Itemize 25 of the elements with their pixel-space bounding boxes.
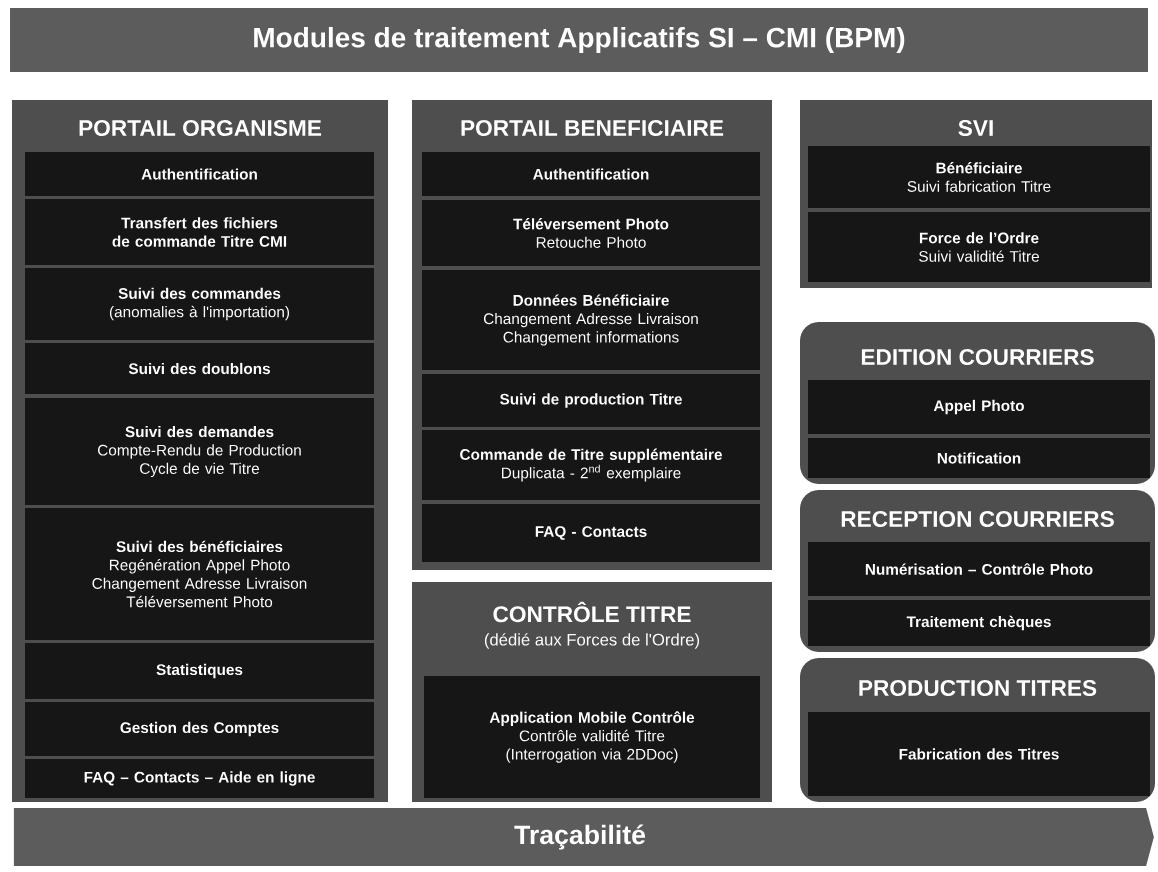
module-box: Commande de Titre supplémentaire Duplicata - 2$^{nd}$ exemplaire bbox=[422, 430, 760, 500]
module-box: Téléversement Photo Retouche Photo bbox=[422, 200, 760, 266]
title-banner: Modules de traitement Applicatifs SI – CMI (BPM) bbox=[10, 8, 1148, 72]
module-box: Données Bénéficiaire Changement Adresse Livraison Changement informations bbox=[422, 270, 760, 370]
arrow-band: Traçabilité bbox=[13, 808, 1154, 866]
module-box: Suivi des commandes (anomalies à l'importation) bbox=[25, 268, 374, 340]
module-box: Statistiques bbox=[25, 643, 374, 699]
module-box: Suivi des bénéficiaires Regénération Appel Photo Changement Adresse Livraison Téléversement Photo bbox=[25, 508, 374, 640]
module-box: Authentification bbox=[25, 152, 374, 196]
module-box: Notification bbox=[808, 438, 1150, 478]
module-box: Suivi des demandes Compte-Rendu de Production Cycle de vie Titre bbox=[25, 398, 374, 505]
module-box: FAQ - Contacts bbox=[422, 504, 760, 562]
module-box: Suivi de production Titre bbox=[422, 374, 760, 427]
module-box: Bénéficiaire Suivi fabrication Titre bbox=[808, 146, 1150, 208]
module-box: Numérisation – Contrôle Photo bbox=[808, 542, 1150, 596]
module-box: Force de l’Ordre Suivi validité Titre bbox=[808, 212, 1150, 282]
module-box: Suivi des doublons bbox=[25, 343, 374, 394]
module-box: Appel Photo bbox=[808, 380, 1150, 434]
module-box: Gestion des Comptes bbox=[25, 702, 374, 756]
module-box: FAQ – Contacts – Aide en ligne bbox=[25, 759, 374, 798]
module-box: Fabrication des Titres bbox=[808, 712, 1150, 796]
module-box: Traitement chèques bbox=[808, 600, 1150, 646]
module-box: Transfert des fichiers de commande Titre CMI bbox=[25, 199, 374, 265]
module-box: Authentification bbox=[422, 152, 760, 196]
module-box: Application Mobile Contrôle Contrôle validité Titre (Interrogation via 2DDoc) bbox=[424, 676, 760, 798]
